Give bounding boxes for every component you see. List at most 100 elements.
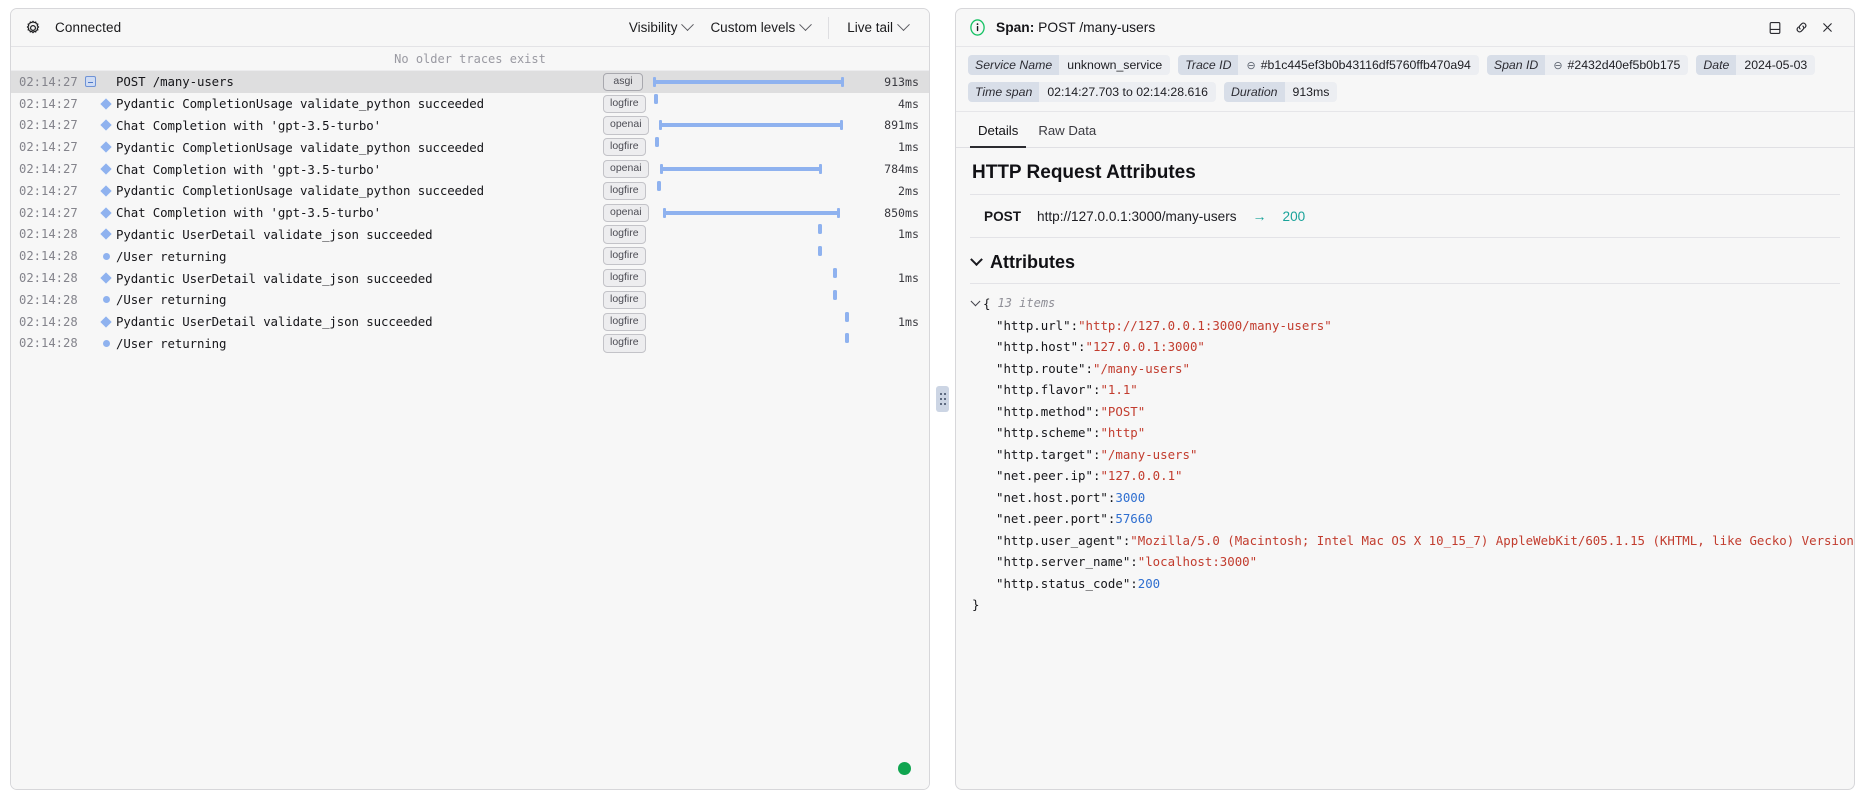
metadata-chip: Span ID⊖#2432d40ef5b0b175: [1486, 55, 1689, 75]
json-row: "net.peer.ip":"127.0.0.1": [970, 465, 1840, 487]
metadata-chip-value: unknown_service: [1059, 55, 1171, 75]
close-icon[interactable]: [1814, 16, 1840, 40]
trace-row-name: Pydantic UserDetail validate_json succee…: [116, 270, 433, 286]
trace-row-badge: logfire: [603, 334, 646, 353]
dot-marker-icon: [96, 339, 116, 347]
http-request-line: POST http://127.0.0.1:3000/many-users → …: [970, 195, 1840, 238]
chevron-down-icon: [897, 18, 910, 32]
trace-row-bar-track: [649, 115, 847, 137]
trace-row-duration: 1ms: [898, 227, 919, 242]
trace-row-duration: 1ms: [898, 140, 919, 155]
json-root-toggle[interactable]: {13 items: [970, 293, 1840, 315]
trace-row-timestamp: 02:14:27: [19, 74, 78, 89]
trace-row-duration: 2ms: [898, 183, 919, 198]
trace-row-badge: logfire: [603, 290, 646, 309]
attributes-json-viewer[interactable]: {13 items"http.url":"http://127.0.0.1:30…: [970, 284, 1854, 616]
chevron-down-icon: [970, 253, 983, 267]
json-value: "/many-users": [1092, 360, 1190, 376]
trace-row-badge: logfire: [603, 269, 646, 288]
detail-tabs[interactable]: Details Raw Data: [956, 112, 1854, 148]
trace-row-name: /User returning: [116, 248, 227, 264]
connection-status-label: Connected: [55, 20, 122, 35]
split-pane-icon[interactable]: [1762, 16, 1788, 40]
trace-row-badge: openai: [603, 160, 649, 179]
grip-icon: [936, 386, 949, 412]
collapse-toggle-icon[interactable]: [85, 76, 96, 88]
trace-row-name: Chat Completion with 'gpt-3.5-turbo': [116, 117, 381, 133]
custom-levels-label: Custom levels: [710, 20, 796, 35]
attributes-collapse-toggle[interactable]: Attributes: [970, 238, 1840, 284]
trace-row-timestamp: 02:14:27: [19, 183, 78, 198]
trace-row-bar-track: [649, 136, 847, 158]
json-key: "http.user_agent":: [996, 532, 1131, 548]
trace-row-duration-bar: [654, 93, 659, 104]
http-section-title: HTTP Request Attributes: [970, 148, 1840, 195]
visibility-dropdown[interactable]: Visibility: [620, 16, 702, 39]
metadata-chip-value[interactable]: ⊖#b1c445ef3b0b43116df5760ffb470a94: [1238, 55, 1479, 75]
metadata-chip-text: 2024-05-03: [1744, 58, 1808, 72]
trace-row-bar-track: [649, 333, 850, 355]
trace-row-bar-track: [649, 311, 850, 333]
gear-icon[interactable]: [25, 20, 41, 36]
trace-row-name: POST /many-users: [116, 74, 234, 90]
json-key: "http.flavor":: [996, 382, 1101, 397]
json-value: "http://127.0.0.1:3000/many-users": [1078, 317, 1332, 333]
json-key: "http.scheme":: [996, 425, 1101, 440]
trace-row-timestamp: 02:14:27: [19, 96, 78, 111]
custom-levels-dropdown[interactable]: Custom levels: [701, 16, 819, 39]
trace-row-duration-bar: [658, 120, 844, 131]
trace-row-bar-track: [649, 289, 847, 311]
live-tail-dropdown[interactable]: Live tail: [838, 16, 917, 39]
trace-row-name: Chat Completion with 'gpt-3.5-turbo': [116, 161, 381, 177]
trace-row-duration-bar: [845, 333, 850, 344]
detail-body: HTTP Request Attributes POST http://127.…: [956, 148, 1854, 789]
span-title-value: POST /many-users: [1038, 20, 1156, 35]
trace-row-name: /User returning: [116, 335, 227, 351]
trace-row-name: Pydantic UserDetail validate_json succee…: [116, 314, 433, 330]
trace-row-duration-bar: [833, 289, 838, 300]
metadata-chip-text: unknown_service: [1067, 58, 1163, 72]
trace-row-duration: 850ms: [884, 205, 919, 220]
metadata-chip-text: #2432d40ef5b0b175: [1567, 58, 1681, 72]
tab-details[interactable]: Details: [970, 119, 1027, 148]
json-row: "http.method":"POST": [970, 401, 1840, 423]
trace-row-badge: openai: [603, 116, 649, 135]
json-open-brace: {: [983, 296, 991, 311]
trace-row-bar-track: [649, 71, 847, 93]
span-title-prefix: Span:: [996, 20, 1035, 35]
live-status-indicator: [898, 762, 911, 775]
link-icon: ⊖: [1246, 59, 1256, 72]
trace-row-badge: logfire: [603, 138, 646, 157]
tab-raw-data[interactable]: Raw Data: [1038, 123, 1097, 138]
panel-resize-handle[interactable]: [930, 8, 955, 790]
diamond-marker-icon: [96, 228, 116, 241]
metadata-chip-value[interactable]: ⊖#2432d40ef5b0b175: [1545, 55, 1689, 75]
span-detail-header: Span: POST /many-users: [956, 9, 1854, 47]
http-status-code: 200: [1282, 208, 1306, 224]
span-title: Span: POST /many-users: [996, 20, 1155, 35]
json-key: "http.route":: [996, 360, 1093, 376]
trace-row-name: Pydantic CompletionUsage validate_python…: [116, 139, 484, 155]
link-icon[interactable]: [1788, 16, 1814, 40]
diamond-marker-icon: [96, 185, 116, 197]
json-key: "http.target":: [996, 446, 1101, 462]
json-row: "http.flavor":"1.1": [970, 379, 1840, 401]
diamond-marker-icon: [96, 207, 116, 219]
trace-row-timestamp: 02:14:27: [19, 205, 78, 220]
http-url: http://127.0.0.1:3000/many-users: [1037, 208, 1237, 224]
